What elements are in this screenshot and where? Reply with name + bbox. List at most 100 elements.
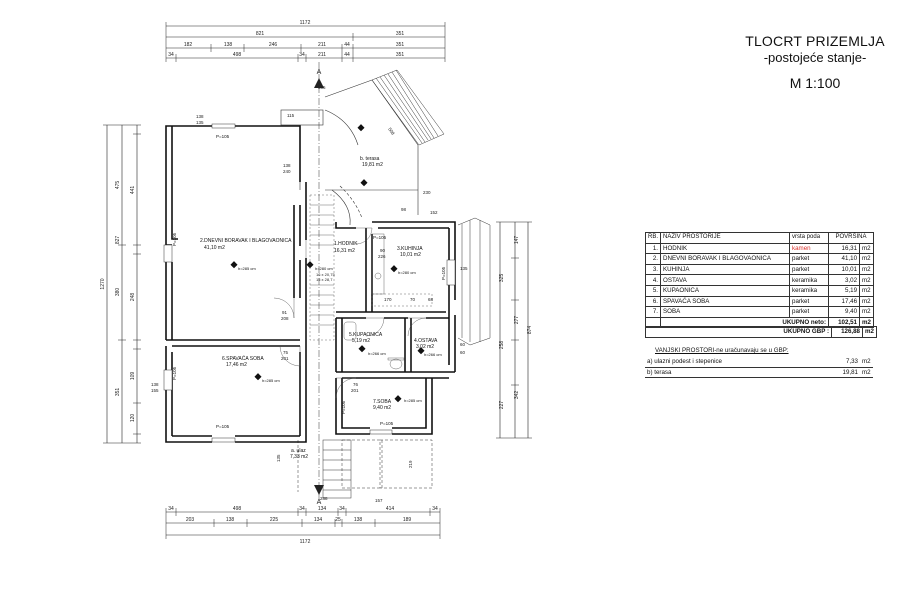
drawing-title: TLOCRT PRIZEMLJA (745, 33, 885, 49)
interior-dimensions: 138 135 138 240 115 355 508 230 152 98 1… (151, 85, 468, 503)
svg-text:76: 76 (353, 382, 359, 387)
svg-text:246: 246 (269, 42, 278, 48)
svg-text:34: 34 (339, 506, 345, 512)
svg-text:75: 75 (283, 350, 289, 355)
svg-text:60: 60 (460, 350, 466, 355)
table-row: 4. OSTAVA keramika 3,02 m2 (644, 274, 875, 286)
svg-text:277: 277 (514, 316, 520, 325)
entrance-stair (297, 439, 433, 499)
svg-text:P=105: P=105 (216, 424, 230, 429)
room-6-height: h=285 cm (262, 378, 280, 383)
header-area: POVRŠINA (828, 232, 875, 244)
svg-text:351: 351 (396, 31, 405, 37)
svg-text:44: 44 (344, 52, 350, 58)
svg-text:138: 138 (151, 382, 159, 387)
svg-text:240: 240 (283, 169, 291, 174)
section-line-a (314, 62, 324, 500)
svg-text:351: 351 (396, 52, 405, 58)
left-dimension-chains (103, 124, 141, 444)
svg-text:211: 211 (318, 52, 326, 58)
svg-text:34: 34 (432, 506, 438, 512)
kitchen-counter (371, 233, 433, 307)
room-1-height: h=280 cm (315, 266, 333, 271)
svg-text:1270: 1270 (100, 278, 106, 289)
room-labels: 2.DNEVNI BORAVAK I BLAGOVAONICA 41,10 m2… (200, 156, 442, 460)
svg-text:P=105: P=105 (341, 400, 346, 414)
svg-text:821: 821 (256, 31, 265, 37)
room-5-area: 5,19 m2 (352, 338, 370, 344)
svg-text:351: 351 (115, 388, 121, 397)
svg-text:157: 157 (375, 498, 383, 503)
svg-text:219: 219 (408, 460, 413, 468)
top-dimension-labels: 1172 821 351 182 138 246 211 44 351 34 4… (168, 20, 404, 58)
svg-text:25: 25 (335, 517, 341, 523)
svg-text:15 x 28,7: 15 x 28,7 (316, 277, 333, 282)
header-floor: vrsta poda (789, 232, 830, 244)
svg-text:135: 135 (196, 120, 204, 125)
svg-text:138: 138 (354, 517, 363, 523)
svg-text:138: 138 (196, 114, 204, 119)
gbp-total-table: UKUPNO GBP : 126,88 m2 (645, 326, 877, 338)
bath-fixtures (343, 321, 405, 370)
room-2-height: h=285 cm (238, 266, 256, 271)
gbp-value: 126,88 (831, 326, 863, 338)
svg-text:414: 414 (386, 506, 395, 512)
room-4-label: 4.OSTAVA (414, 338, 438, 344)
svg-text:226: 226 (378, 254, 386, 259)
table-header-row: RB. NAZIV PROSTORIJE vrsta poda POVRŠINA (644, 232, 875, 244)
svg-text:203: 203 (186, 517, 195, 523)
svg-text:258: 258 (499, 341, 505, 350)
svg-text:P=105: P=105 (216, 134, 230, 139)
svg-text:135: 135 (460, 266, 468, 271)
gbp-label: UKUPNO GBP : (645, 326, 832, 338)
section-marker-top: A (317, 69, 322, 76)
svg-text:109: 109 (130, 372, 136, 381)
room-3-area: 10,01 m2 (400, 252, 421, 258)
room-7-label: 7.SOBA (373, 399, 392, 405)
svg-text:134: 134 (318, 506, 327, 512)
svg-text:16 x 20,75: 16 x 20,75 (316, 272, 335, 277)
room-markers (230, 124, 425, 403)
svg-text:201: 201 (281, 356, 289, 361)
table-row: 6. SPAVAĆA SOBA parket 17,46 m2 (644, 295, 875, 308)
svg-text:134: 134 (314, 517, 323, 523)
exterior-heading: VANJSKI PROSTORI-ne uračunavaju se u GBP… (655, 347, 789, 354)
gbp-total-row: UKUPNO GBP : 126,88 m2 (645, 326, 877, 338)
svg-text:189: 189 (403, 517, 412, 523)
svg-text:225: 225 (270, 517, 279, 523)
svg-text:201: 201 (351, 388, 359, 393)
room-schedule-table: RB. NAZIV PROSTORIJE vrsta poda POVRŠINA… (644, 232, 875, 329)
room-5-height: h=266 cm (368, 351, 386, 356)
exterior-table: a) ulazni podest i stepenice 7,33 m2 b) … (645, 357, 873, 379)
svg-text:120: 120 (130, 414, 136, 423)
entry-label: a. ulaz (291, 448, 306, 454)
terrace-label: b. terasa (360, 156, 380, 162)
header-rb: RB. (644, 232, 662, 244)
room-3-label: 3.KUHINJA (397, 246, 423, 252)
svg-text:34: 34 (168, 52, 174, 58)
right-stair (457, 217, 491, 346)
room-2-label: 2.DNEVNI BORAVAK I BLAGOVAONICA (200, 238, 292, 244)
svg-text:60: 60 (460, 342, 466, 347)
door-swings (273, 227, 427, 399)
svg-text:208: 208 (281, 316, 289, 321)
right-dimension-chains (496, 221, 532, 439)
svg-text:P=105: P=105 (172, 232, 177, 246)
walls (165, 125, 456, 443)
svg-text:P=105: P=105 (172, 366, 177, 380)
svg-text:98: 98 (401, 207, 407, 212)
svg-text:498: 498 (233, 506, 242, 512)
top-dimension-chains (165, 22, 446, 62)
svg-text:138: 138 (224, 42, 233, 48)
svg-text:91: 91 (282, 310, 288, 315)
room-4-area: 3,02 m2 (416, 344, 434, 350)
svg-text:70: 70 (410, 297, 416, 302)
svg-text:182: 182 (184, 42, 193, 48)
svg-text:441: 441 (130, 186, 136, 195)
svg-text:827: 827 (115, 236, 121, 245)
svg-text:325: 325 (499, 274, 505, 283)
svg-text:152: 152 (430, 210, 438, 215)
opening-labels: P=105 P=105 P=105 P=105 P=105 P=105 P=10… (172, 134, 446, 429)
bottom-dimension-chains (165, 508, 441, 539)
svg-text:288: 288 (320, 496, 328, 501)
